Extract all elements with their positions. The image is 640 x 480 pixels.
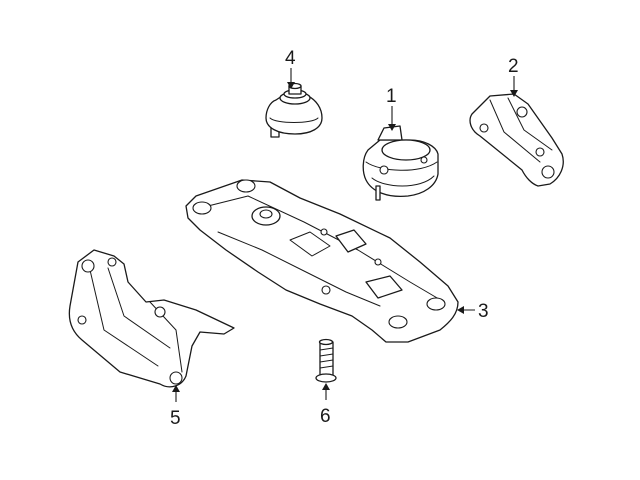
callout-5: 5 bbox=[170, 408, 181, 429]
callout-4: 4 bbox=[285, 48, 296, 69]
callout-3: 3 bbox=[478, 301, 489, 322]
part-5-bracket bbox=[68, 249, 235, 388]
callout-1: 1 bbox=[386, 86, 397, 107]
part-2-bracket bbox=[469, 93, 564, 187]
part-4-mount bbox=[265, 82, 323, 138]
callout-2: 2 bbox=[508, 56, 519, 77]
callout-6: 6 bbox=[320, 406, 331, 427]
part-6-bolt bbox=[315, 338, 337, 383]
part-1-engine-mount bbox=[362, 125, 439, 201]
leader-lines bbox=[172, 68, 518, 402]
part-3-crossmember bbox=[185, 179, 459, 343]
